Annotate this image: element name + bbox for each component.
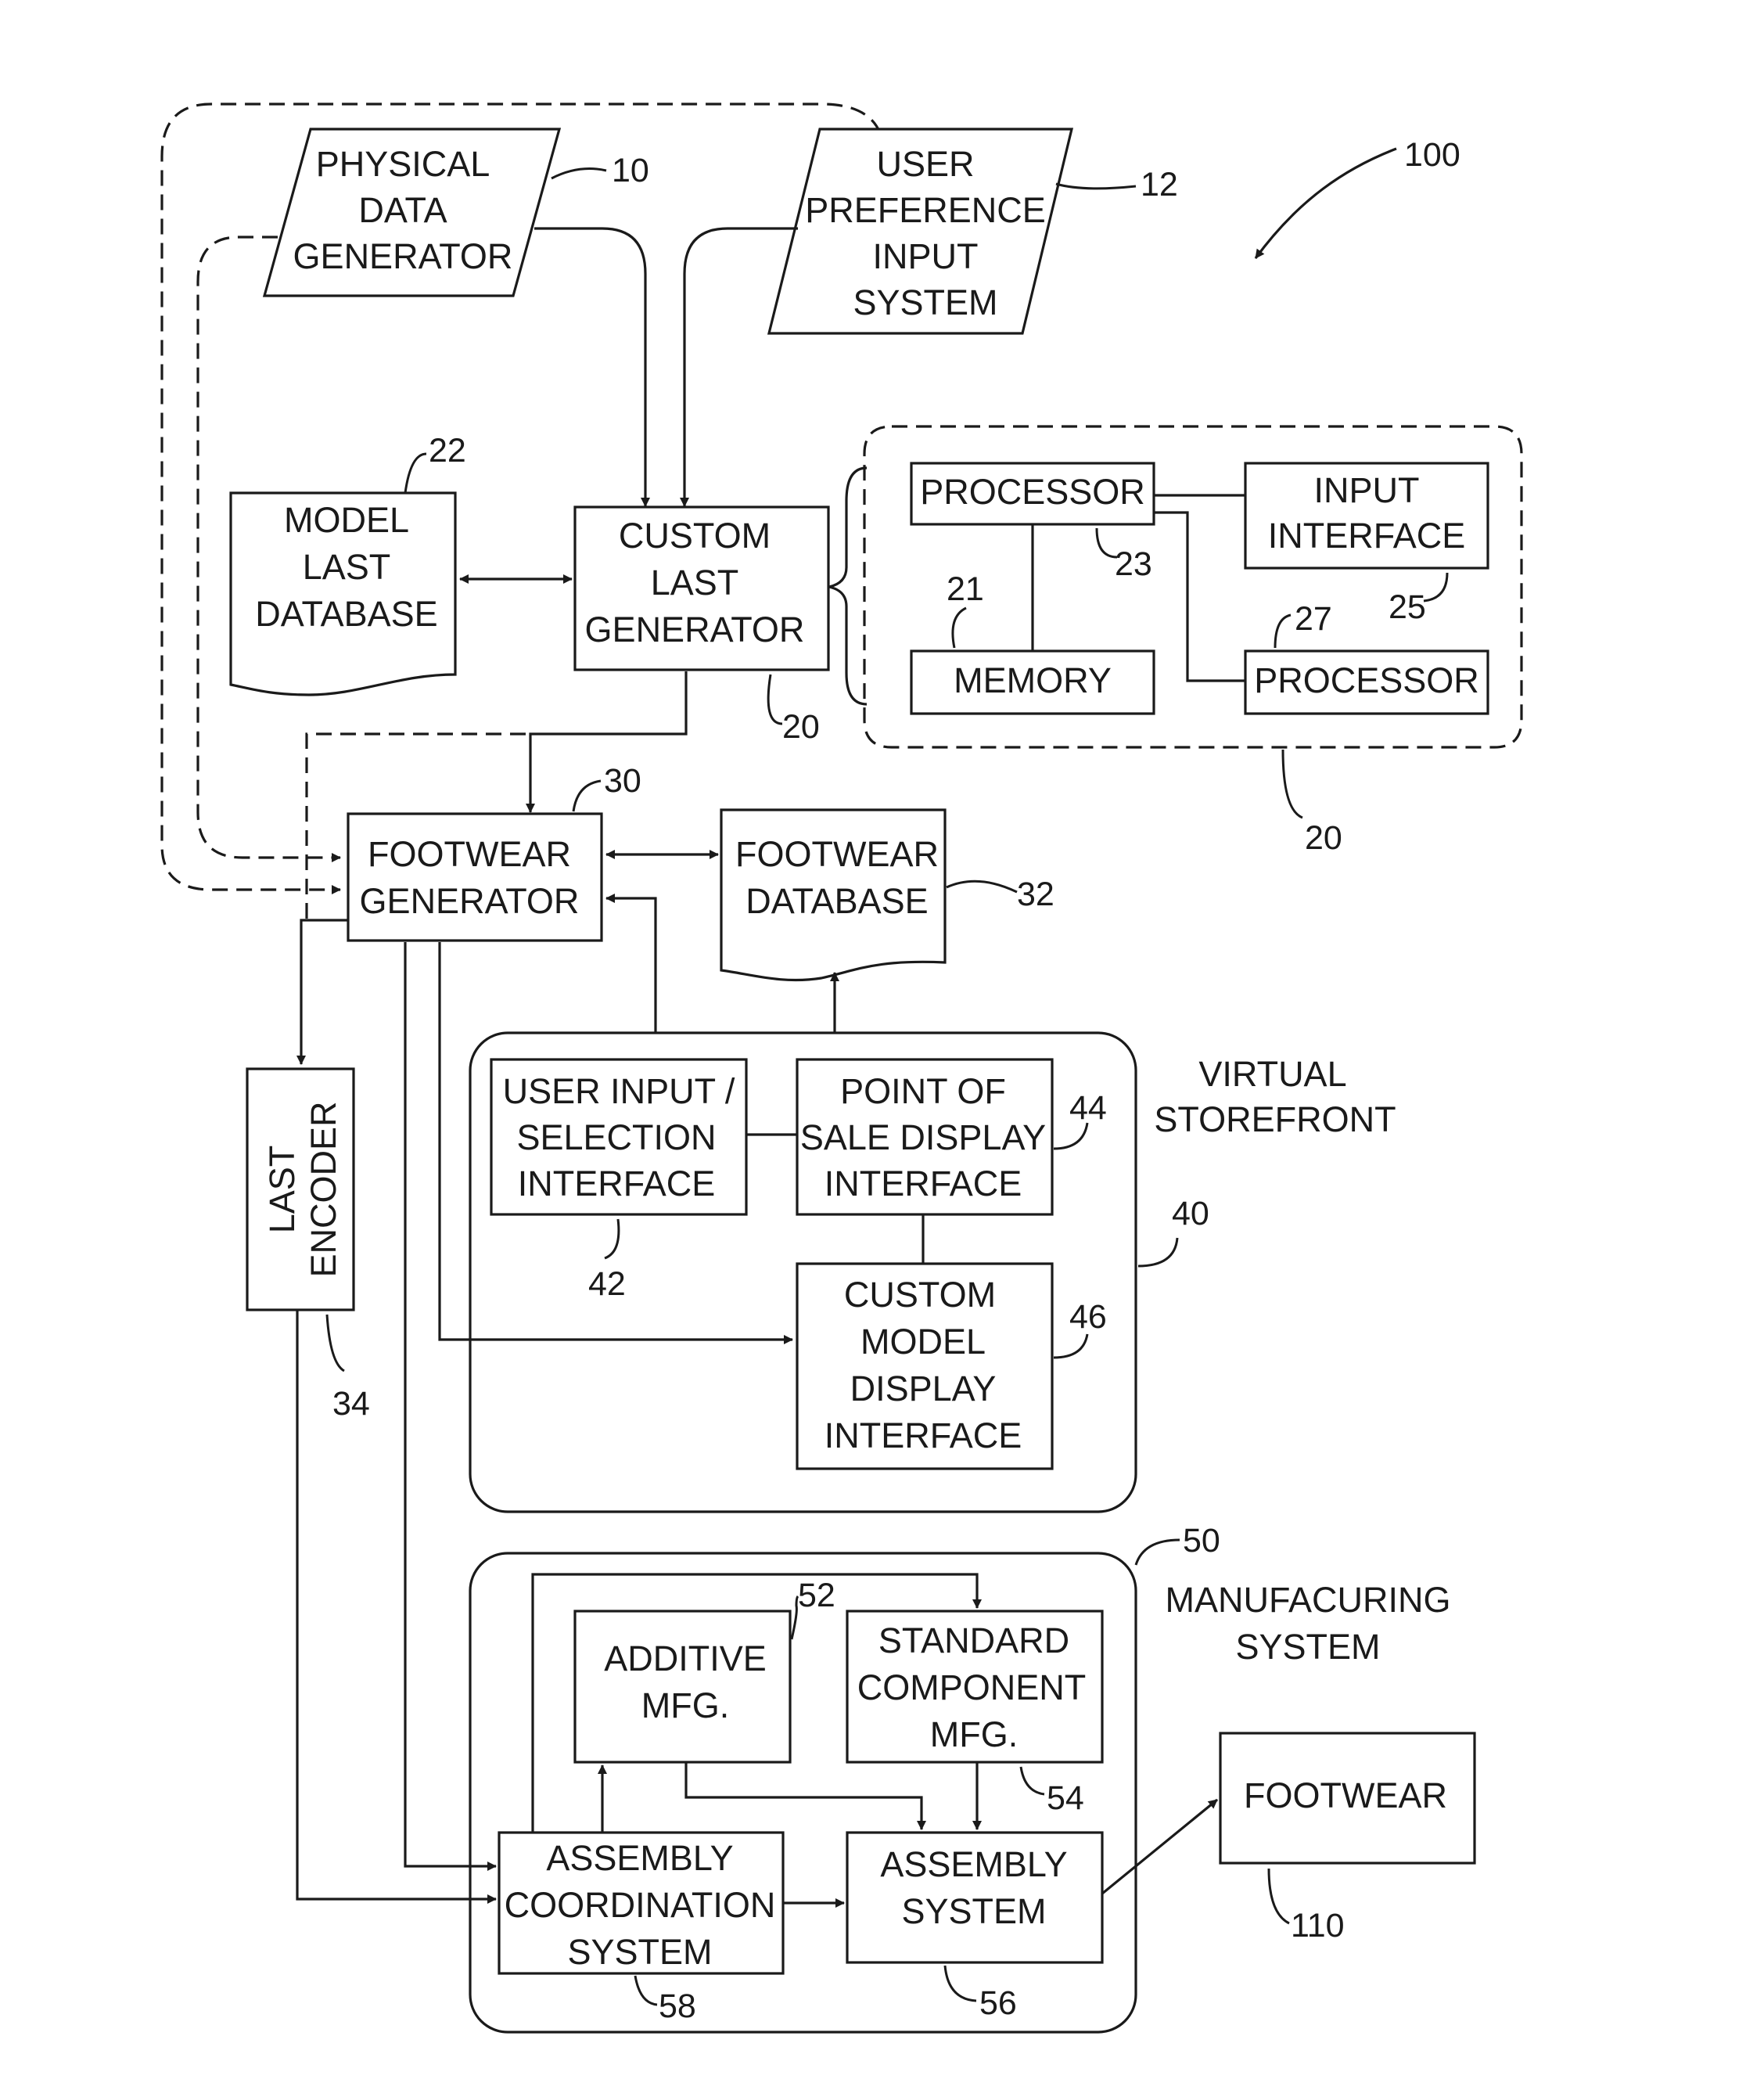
svg-text:STOREFRONT: STOREFRONT xyxy=(1154,1099,1396,1139)
virtual-storefront: VIRTUAL STOREFRONT USER INPUT / SELECTIO… xyxy=(470,1033,1396,1512)
svg-text:MANUFACURING: MANUFACURING xyxy=(1165,1580,1450,1620)
footwear-database: FOOTWEAR DATABASE xyxy=(721,810,945,980)
svg-text:INTERFACE: INTERFACE xyxy=(1268,516,1466,556)
svg-text:COORDINATION: COORDINATION xyxy=(505,1885,776,1925)
svg-text:23: 23 xyxy=(1115,545,1152,583)
figure-ref-100: 100 xyxy=(1256,136,1460,258)
svg-text:56: 56 xyxy=(979,1984,1017,2022)
model-last-database: MODEL LAST DATABASE xyxy=(231,493,455,695)
svg-text:ADDITIVE: ADDITIVE xyxy=(604,1639,767,1678)
ref-20-generator: 20 xyxy=(768,674,820,746)
svg-text:SYSTEM: SYSTEM xyxy=(901,1891,1046,1931)
svg-text:LAST: LAST xyxy=(651,563,739,603)
svg-text:PROCESSOR: PROCESSOR xyxy=(920,472,1145,512)
svg-text:21: 21 xyxy=(947,570,984,608)
svg-text:MODEL: MODEL xyxy=(860,1322,986,1362)
svg-text:DATA: DATA xyxy=(358,190,447,230)
svg-text:46: 46 xyxy=(1069,1298,1107,1336)
svg-text:100: 100 xyxy=(1404,136,1460,174)
svg-text:DATABASE: DATABASE xyxy=(745,881,928,921)
ref-34: 34 xyxy=(327,1315,370,1423)
svg-text:DISPLAY: DISPLAY xyxy=(850,1369,997,1408)
svg-text:VIRTUAL: VIRTUAL xyxy=(1198,1054,1346,1094)
svg-text:ASSEMBLY: ASSEMBLY xyxy=(546,1838,733,1878)
svg-text:42: 42 xyxy=(588,1265,626,1303)
svg-text:44: 44 xyxy=(1069,1089,1107,1127)
svg-text:GENERATOR: GENERATOR xyxy=(360,881,580,921)
svg-text:INPUT: INPUT xyxy=(1314,470,1420,510)
svg-text:PREFERENCE: PREFERENCE xyxy=(805,190,1046,230)
svg-text:32: 32 xyxy=(1017,876,1054,913)
svg-text:30: 30 xyxy=(604,762,641,800)
svg-text:FOOTWEAR: FOOTWEAR xyxy=(1244,1775,1447,1815)
arrow-physical-to-custom-last xyxy=(534,228,645,506)
svg-text:PHYSICAL: PHYSICAL xyxy=(316,144,490,184)
svg-text:STANDARD: STANDARD xyxy=(878,1621,1069,1660)
svg-text:MODEL: MODEL xyxy=(284,500,409,540)
svg-text:CUSTOM: CUSTOM xyxy=(619,516,771,556)
svg-text:20: 20 xyxy=(782,708,820,746)
arrow-footwear-gen-to-last-encoder xyxy=(301,920,348,1064)
user-preference-input-system: USER PREFERENCE INPUT SYSTEM xyxy=(769,129,1072,333)
last-encoder: LAST ENCODER xyxy=(247,1069,354,1310)
svg-text:20: 20 xyxy=(1305,819,1342,857)
ref-30: 30 xyxy=(573,762,641,811)
svg-text:ENCODER: ENCODER xyxy=(304,1101,343,1277)
svg-text:22: 22 xyxy=(429,432,466,469)
svg-text:MFG.: MFG. xyxy=(930,1714,1018,1754)
footwear-generator: FOOTWEAR GENERATOR xyxy=(348,814,602,941)
svg-text:INTERFACE: INTERFACE xyxy=(825,1416,1022,1455)
ref-12: 12 xyxy=(1056,166,1178,203)
svg-text:POINT OF: POINT OF xyxy=(840,1071,1006,1111)
svg-text:COMPONENT: COMPONENT xyxy=(857,1667,1087,1707)
svg-text:INTERFACE: INTERFACE xyxy=(518,1164,716,1203)
svg-text:54: 54 xyxy=(1047,1779,1084,1817)
computer-system-expansion: PROCESSOR INPUT INTERFACE MEMORY PROCESS… xyxy=(829,426,1521,857)
ref-10: 10 xyxy=(551,152,649,189)
svg-text:52: 52 xyxy=(798,1577,835,1614)
svg-text:DATABASE: DATABASE xyxy=(255,594,437,634)
svg-text:GENERATOR: GENERATOR xyxy=(585,610,805,649)
svg-text:USER: USER xyxy=(876,144,974,184)
svg-text:MFG.: MFG. xyxy=(641,1685,729,1725)
physical-data-generator: PHYSICAL DATA GENERATOR xyxy=(264,129,559,296)
svg-text:58: 58 xyxy=(659,1987,696,2025)
svg-text:34: 34 xyxy=(332,1385,370,1423)
arrow-last-encoder-to-coordination xyxy=(297,1310,496,1899)
svg-text:110: 110 xyxy=(1291,1907,1345,1944)
svg-text:MEMORY: MEMORY xyxy=(954,660,1112,700)
svg-text:ASSEMBLY: ASSEMBLY xyxy=(880,1844,1067,1884)
svg-text:SALE DISPLAY: SALE DISPLAY xyxy=(800,1117,1046,1157)
ref-32: 32 xyxy=(947,876,1054,913)
svg-text:25: 25 xyxy=(1389,588,1426,626)
svg-text:10: 10 xyxy=(612,152,649,189)
ref-22: 22 xyxy=(405,432,466,493)
svg-text:USER INPUT /: USER INPUT / xyxy=(503,1071,735,1111)
footwear-output: FOOTWEAR 110 xyxy=(1220,1733,1475,1944)
svg-text:GENERATOR: GENERATOR xyxy=(293,236,513,276)
arrow-preference-to-custom-last xyxy=(684,228,798,506)
svg-text:LAST: LAST xyxy=(262,1146,302,1234)
svg-text:LAST: LAST xyxy=(303,547,391,587)
svg-text:50: 50 xyxy=(1183,1522,1220,1559)
svg-text:SYSTEM: SYSTEM xyxy=(853,282,997,322)
svg-text:FOOTWEAR: FOOTWEAR xyxy=(368,834,571,874)
svg-text:INTERFACE: INTERFACE xyxy=(825,1164,1022,1203)
svg-text:40: 40 xyxy=(1172,1195,1209,1232)
svg-text:FOOTWEAR: FOOTWEAR xyxy=(735,834,939,874)
svg-text:SYSTEM: SYSTEM xyxy=(1235,1627,1380,1667)
svg-text:PROCESSOR: PROCESSOR xyxy=(1254,660,1479,700)
svg-text:SYSTEM: SYSTEM xyxy=(567,1932,712,1972)
svg-text:INPUT: INPUT xyxy=(873,236,979,276)
svg-text:12: 12 xyxy=(1141,166,1178,203)
svg-text:27: 27 xyxy=(1295,600,1332,638)
svg-text:SELECTION: SELECTION xyxy=(516,1117,716,1157)
svg-text:CUSTOM: CUSTOM xyxy=(844,1275,996,1315)
custom-last-generator: CUSTOM LAST GENERATOR xyxy=(575,507,828,670)
